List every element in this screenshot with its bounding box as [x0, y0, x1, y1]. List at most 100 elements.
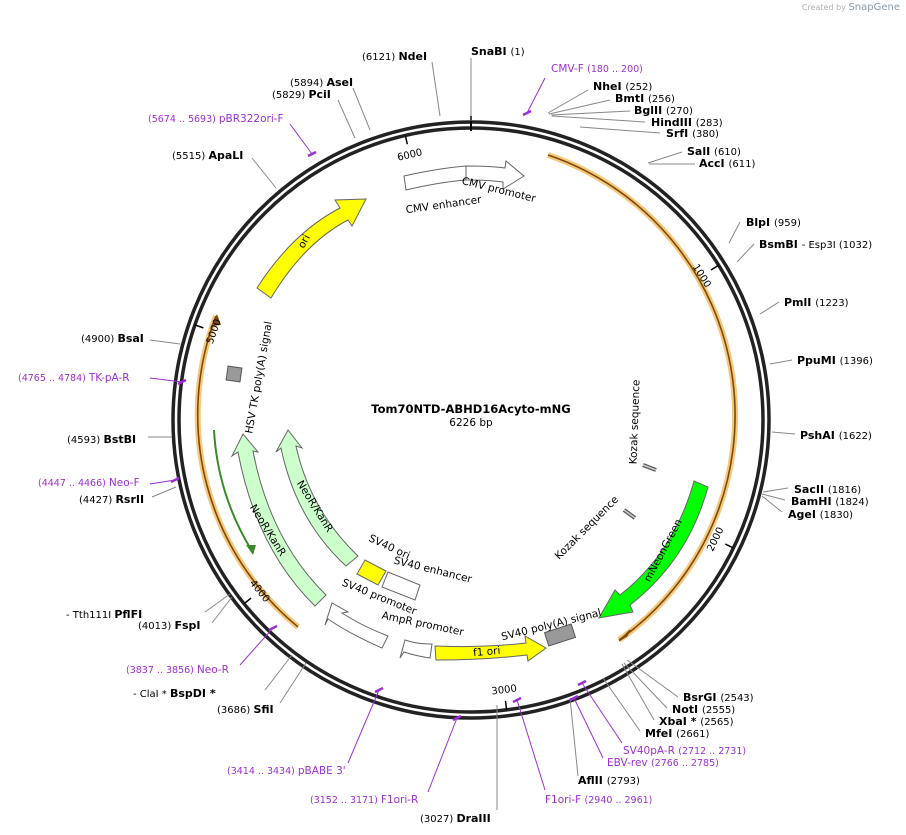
primer-name: TK-pA-R — [88, 372, 130, 384]
enzyme-leader-line — [264, 654, 293, 691]
enzyme-leader-line — [431, 61, 441, 117]
primer-leader-line — [149, 479, 176, 485]
tick-label: 4000 — [247, 578, 272, 605]
enzyme-position: (4013) — [138, 621, 174, 632]
feature-cmv-enhancer-shape — [403, 165, 467, 191]
primer-range: (3837 .. 3856) — [126, 665, 197, 676]
enzyme-position: (1830) — [820, 510, 853, 521]
enzyme-position: (4900) — [81, 334, 117, 345]
enzyme-label: NheI (252) — [593, 80, 652, 93]
tick-mark — [725, 543, 734, 549]
enzyme-label: BsmBI - Esp3I (1032) — [759, 238, 872, 251]
primer-mark — [522, 109, 532, 117]
feature-mneongreen-shape — [598, 480, 709, 619]
enzyme-label: SacII (1816) — [794, 483, 861, 496]
feature-label: ori — [296, 233, 313, 251]
enzyme-label: BglII (270) — [634, 104, 693, 117]
tick-label: 6000 — [396, 147, 423, 163]
enzyme-name: PflFI — [114, 608, 142, 621]
enzyme-leader-line — [728, 221, 741, 244]
primer-mark — [177, 378, 187, 386]
enzyme-label: (3686) SfiI — [217, 703, 274, 716]
enzyme-leader-line — [251, 157, 277, 189]
enzyme-position: (380) — [692, 129, 719, 140]
enzyme-name: BsaI — [117, 332, 143, 345]
enzyme-leader-line — [761, 495, 783, 513]
enzyme-position: (1622) — [839, 431, 872, 442]
enzyme-position: (4593) — [67, 435, 103, 446]
enzyme-leader-line — [547, 89, 589, 114]
feature-cmv-promoter-shape — [465, 160, 525, 190]
enzyme-position: (5515) — [172, 151, 208, 162]
enzyme-leader-line — [647, 151, 683, 164]
enzyme-leader-line — [626, 659, 679, 698]
feature-label: f1 ori — [473, 645, 501, 659]
primer-range: (2940 .. 2961) — [585, 795, 653, 806]
primer-label: CMV-F (180 .. 200) — [551, 63, 643, 75]
snapgene-credit: Created by SnapGene — [802, 2, 900, 13]
primer-label: F1ori-F (2940 .. 2961) — [545, 794, 652, 806]
primer-leader-line — [149, 377, 183, 383]
enzyme-position: (3686) — [217, 705, 253, 716]
primer-mark — [374, 686, 384, 694]
feature-label: CMV enhancer — [405, 194, 483, 217]
enzyme-leader-line — [761, 493, 786, 501]
enzyme-name: PmlI — [784, 296, 815, 309]
primer-range: (2712 .. 2731) — [678, 746, 746, 757]
primer-label: (4765 .. 4784) TK-pA-R — [18, 372, 130, 384]
primer-label: SV40pA-R (2712 .. 2731) — [623, 745, 746, 757]
primer-leader-line — [581, 682, 623, 744]
enzyme-position: (6121) — [362, 52, 398, 63]
enzyme-leader-line — [551, 115, 646, 123]
enzyme-position: (1223) — [815, 298, 848, 309]
enzyme-label: (5515) ApaLI — [172, 149, 243, 162]
insert-arc-right-core — [547, 154, 736, 641]
primer-range: (4765 .. 4784) — [18, 373, 89, 384]
enzyme-label: PmlI (1223) — [784, 296, 849, 309]
enzyme-position: (1816) — [828, 485, 861, 496]
enzyme-position: (5894) — [290, 78, 326, 89]
primer-range: (3152 .. 3171) — [310, 795, 381, 806]
enzyme-label: BlpI (959) — [746, 216, 801, 229]
primer-name: Neo-F — [109, 477, 140, 489]
enzyme-name: NotI — [672, 703, 702, 716]
enzyme-name: BstBI — [103, 433, 136, 446]
enzyme-leader-line — [352, 87, 371, 131]
enzyme-position: (1396) — [840, 356, 873, 367]
feature-kozak-mark-1-core — [642, 464, 657, 471]
primer-name: F1ori-R — [381, 794, 418, 806]
enzyme-position: (4427) — [79, 495, 115, 506]
enzyme-name: ApaLI — [208, 149, 243, 162]
enzyme-name: BlpI — [746, 216, 774, 229]
enzyme-label: (4427) RsrII — [79, 493, 144, 506]
enzyme-position: (2565) — [700, 717, 733, 728]
enzyme-leader-line — [337, 99, 356, 139]
primer-name: EBV-rev — [607, 757, 651, 769]
enzyme-name: SacII — [794, 483, 828, 496]
enzyme-name: SrfI — [666, 127, 692, 140]
primer-name: pBR322ori-F — [219, 113, 284, 125]
enzyme-position: (283) — [696, 118, 723, 129]
enzyme-name: RsrII — [115, 493, 144, 506]
enzyme-label: BmtI (256) — [615, 92, 675, 105]
feature-sv40-polya-shape — [543, 623, 577, 647]
primer-mark — [569, 694, 579, 702]
primer-label: (5674 .. 5693) pBR322ori-F — [148, 113, 284, 125]
enzyme-name: SnaBI — [471, 45, 510, 58]
enzyme-name: AflII — [578, 774, 607, 787]
primer-range: (3414 .. 3434) — [227, 766, 298, 777]
primer-mark — [170, 476, 180, 484]
feature-label: Kozak sequence — [553, 494, 621, 562]
enzyme-label: HindIII (283) — [651, 116, 723, 129]
primer-layer: CMV-F (180 .. 200) (5674 .. 5693) pBR322o… — [18, 63, 746, 806]
enzyme-label: MfeI (2661) — [645, 727, 709, 740]
enzyme-leader-line — [149, 339, 181, 345]
enzyme-name: PpuMI — [797, 354, 840, 367]
neor-frame-arc — [213, 429, 253, 552]
enzyme-label: (6121) NdeI — [362, 50, 427, 63]
plasmid-title: Tom70NTD-ABHD16Acyto-mNG — [371, 402, 570, 416]
enzyme-position: (2543) — [720, 693, 753, 704]
primer-label: (3152 .. 3171) F1ori-R — [310, 794, 418, 806]
enzyme-label: SalI (610) — [687, 145, 741, 158]
tick-mark — [504, 700, 508, 710]
